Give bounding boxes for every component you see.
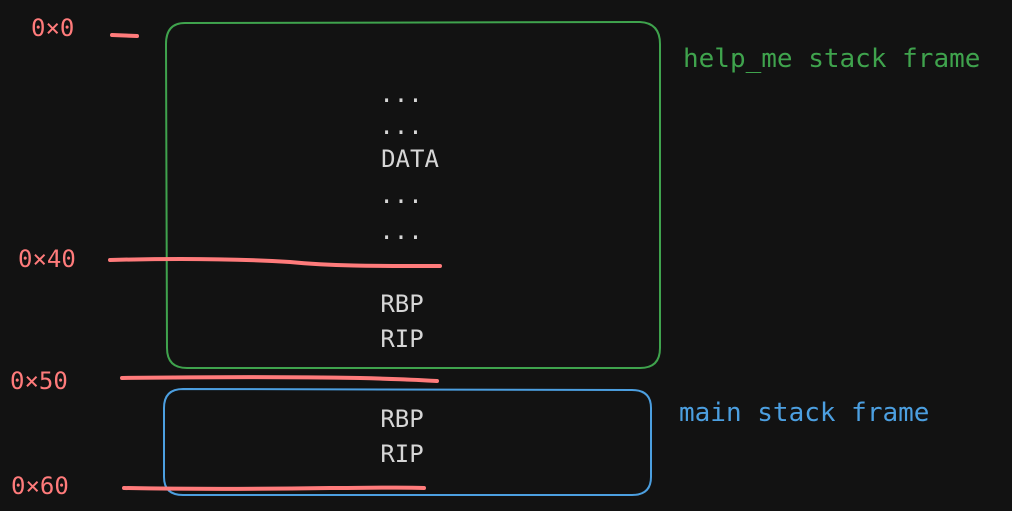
help-frame-row-data: DATA: [381, 145, 439, 173]
marker-0x0: [110, 33, 139, 38]
help-frame-row: ...: [379, 112, 423, 140]
help-frame-row: ...: [379, 80, 423, 108]
help-frame-row: ...: [379, 181, 423, 209]
marker-0x50: [120, 375, 439, 383]
help-frame-row-rip: RIP: [380, 325, 424, 353]
marker-0x40: [108, 256, 442, 268]
help-frame-label: help_me stack frame: [683, 44, 981, 74]
main-frame-label: main stack frame: [679, 398, 930, 428]
main-frame-row-rbp: RBP: [380, 405, 424, 433]
address-0x40: 0×40: [18, 245, 76, 273]
help-frame-box: [164, 20, 661, 369]
address-0x0: 0×0: [31, 14, 75, 42]
marker-0x60: [122, 485, 426, 491]
help-frame-row: ...: [379, 217, 423, 245]
address-0x50: 0×50: [10, 367, 68, 395]
main-frame-box: [163, 387, 652, 496]
help-frame-row-rbp: RBP: [380, 290, 424, 318]
address-0x60: 0×60: [11, 472, 69, 500]
main-frame-row-rip: RIP: [380, 440, 424, 468]
